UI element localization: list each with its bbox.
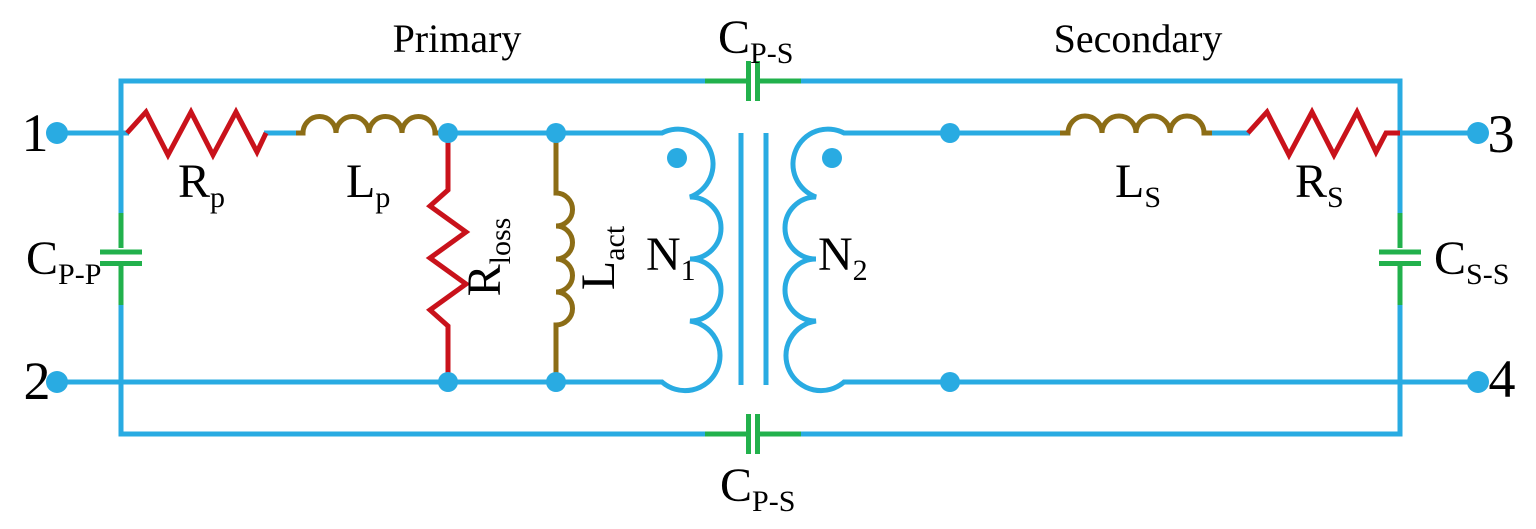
terminal-4-label: 4 <box>1489 349 1516 409</box>
label-lact: Lact <box>572 225 631 290</box>
label-rs: RS <box>1295 155 1344 214</box>
top-rail-right-wire <box>801 78 1403 213</box>
inductor-lact-symbol <box>553 140 575 376</box>
label-n2: N2 <box>818 228 868 287</box>
terminal-2-label: 2 <box>24 351 51 411</box>
terminal-2-dot <box>46 371 68 393</box>
junction-dot-secondary-bottom <box>940 372 960 392</box>
capacitor-css <box>1379 213 1421 305</box>
junction-dot-rloss-top <box>438 123 458 143</box>
resistor-rs-symbol <box>1246 106 1400 161</box>
label-n1: N1 <box>646 228 696 287</box>
bottom-rail-right-wire <box>801 305 1403 437</box>
secondary-section-label: Secondary <box>1054 16 1223 61</box>
polarity-dot-n1 <box>667 148 687 168</box>
label-ls: LS <box>1115 155 1161 214</box>
label-lp: Lp <box>346 155 390 214</box>
capacitor-cps-bottom <box>705 414 801 454</box>
connection-dots <box>46 122 1489 393</box>
label-rloss: Rloss <box>458 218 517 297</box>
label-cps-top: CP-S <box>718 11 793 70</box>
terminal-4-dot <box>1467 371 1489 393</box>
label-cps-bottom: CP-S <box>720 459 795 518</box>
terminal-3-label: 3 <box>1488 104 1515 164</box>
terminal-1-label: 1 <box>22 103 49 163</box>
coupling-rails <box>118 78 1403 437</box>
top-rail-left-wire <box>118 78 705 213</box>
winding-n2-symbol <box>782 126 860 394</box>
terminal-3-dot <box>1467 122 1489 144</box>
junction-dot-lact-bottom <box>546 372 566 392</box>
polarity-dot-n2 <box>822 148 842 168</box>
resistor-rp-symbol <box>125 106 269 161</box>
terminal-1-dot <box>46 122 68 144</box>
capacitor-cps-top <box>705 61 801 101</box>
winding-n1-symbol <box>646 126 724 394</box>
junction-dot-lact-top <box>546 123 566 143</box>
label-css: CS-S <box>1434 232 1509 291</box>
transformer <box>646 126 860 394</box>
label-rp: Rp <box>178 155 225 214</box>
bottom-rail-left-wire <box>118 305 705 437</box>
primary-section-label: Primary <box>393 16 522 61</box>
inductor-lp-symbol <box>296 114 448 136</box>
resistor-rloss-symbol <box>425 140 471 376</box>
junction-dot-secondary-top <box>940 123 960 143</box>
capacitor-cpp <box>100 213 142 305</box>
inductor-ls-symbol <box>1060 113 1212 136</box>
label-cpp: CP-P <box>26 232 101 291</box>
junction-dot-rloss-bottom <box>438 372 458 392</box>
